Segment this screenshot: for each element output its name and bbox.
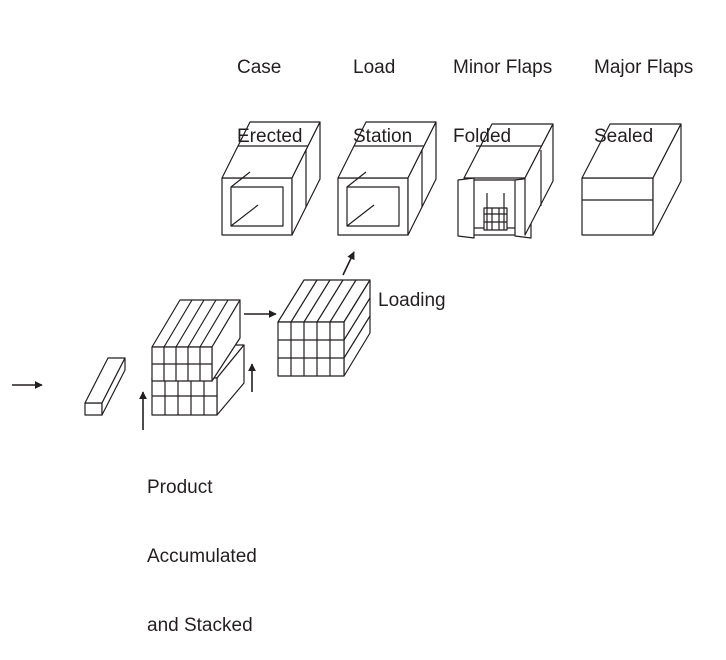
product-label-line1: Product — [147, 477, 213, 498]
station-label-line1: Case — [237, 57, 282, 78]
case-minor-flaps-folded — [457, 123, 554, 239]
case-load-station — [337, 121, 437, 236]
station-label-line2: Sealed — [594, 126, 654, 147]
product-stack-loading — [277, 279, 371, 377]
station-label-case-erected: Case Erected — [237, 10, 302, 171]
loading-label: Loading — [378, 290, 446, 311]
product-layer-top — [151, 299, 241, 382]
case-major-flaps-sealed — [581, 123, 682, 236]
station-label-load-station: Load Station — [353, 10, 412, 171]
station-label-major-flaps: Major Flaps Sealed — [594, 10, 693, 171]
case-erected — [221, 121, 321, 236]
product-label-line3: and Stacked — [147, 615, 253, 636]
station-label-minor-flaps: Minor Flaps Folded — [453, 10, 552, 171]
case-packing-diagram — [12, 121, 682, 430]
station-label-line1: Major Flaps — [594, 57, 694, 78]
station-label-line2: Station — [353, 126, 413, 147]
station-label-line2: Erected — [237, 126, 303, 147]
station-label-line1: Load — [353, 57, 396, 78]
station-label-line2: Folded — [453, 126, 512, 147]
single-product — [84, 357, 126, 416]
product-accumulated-label: Product Accumulated and Stacked — [147, 430, 257, 660]
load-into-case-arrow — [342, 251, 355, 276]
station-label-line1: Minor Flaps — [453, 57, 553, 78]
product-label-line2: Accumulated — [147, 546, 257, 567]
